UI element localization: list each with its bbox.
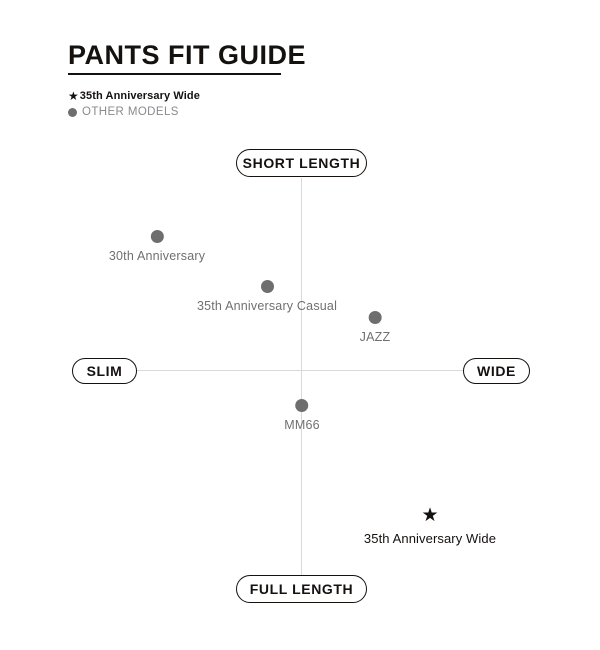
legend-item-label: OTHER MODELS: [82, 106, 179, 118]
legend: ★ 35th Anniversary Wide OTHER MODELS: [68, 88, 308, 120]
legend-item-label: 35th Anniversary Wide: [79, 90, 200, 102]
data-point-label: MM66: [284, 418, 320, 432]
legend-item-other-models: OTHER MODELS: [68, 104, 308, 120]
axis-label-wide: WIDE: [463, 358, 530, 384]
title-underline: [68, 73, 281, 75]
dot-icon: [260, 280, 274, 293]
dot-icon: [68, 107, 77, 117]
horizontal-axis-line: [135, 370, 465, 372]
data-point-30th-anniversary: 30th Anniversary: [109, 230, 205, 265]
data-point-mm66: MM66: [284, 399, 320, 434]
dot-icon: [368, 311, 382, 324]
data-point-label: 35th Anniversary Wide: [363, 531, 497, 546]
data-point-label: JAZZ: [359, 330, 391, 344]
axis-label-short-length: SHORT LENGTH: [236, 149, 367, 177]
data-point-label: 35th Anniversary Casual: [196, 299, 338, 313]
data-point-35th-anniversary-wide: ★ 35th Anniversary Wide: [360, 506, 500, 547]
axis-label-full-length: FULL LENGTH: [236, 575, 367, 603]
page-title: PANTS FIT GUIDE: [68, 40, 307, 70]
vertical-axis-line: [300, 178, 302, 575]
legend-item-anniversary-wide: ★ 35th Anniversary Wide: [68, 88, 308, 104]
star-icon: ★: [68, 89, 79, 103]
data-point-jazz: JAZZ: [360, 311, 391, 346]
dot-icon: [295, 399, 309, 412]
axis-label-slim: SLIM: [72, 358, 137, 384]
star-icon: ★: [421, 505, 439, 526]
dot-icon: [150, 230, 164, 243]
data-point-35th-anniversary-casual: 35th Anniversary Casual: [192, 280, 342, 315]
data-point-label: 30th Anniversary: [108, 249, 206, 263]
